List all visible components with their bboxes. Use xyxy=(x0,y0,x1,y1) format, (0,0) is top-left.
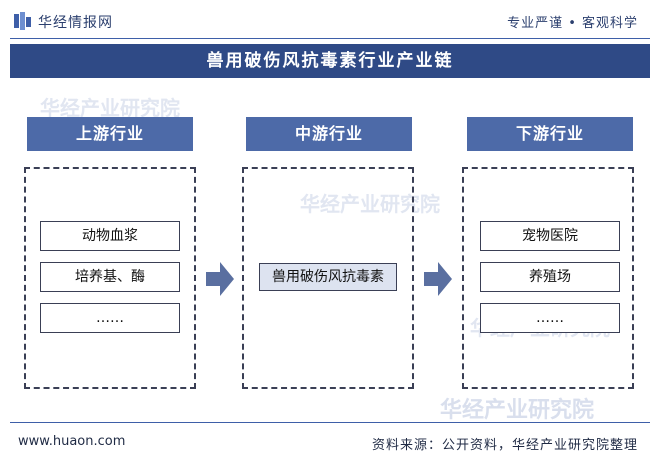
stage-upstream-box xyxy=(24,167,196,389)
stage-upstream-header: 上游行业 xyxy=(27,117,193,151)
footer-source: 资料来源：公开资料，华经产业研究院整理 xyxy=(371,438,638,453)
title-bar: 兽用破伤风抗毒素行业产业链 xyxy=(10,44,650,78)
downstream-item: 宠物医院 xyxy=(480,221,620,251)
watermark: 华经产业研究院 xyxy=(40,96,180,120)
stage-downstream-header: 下游行业 xyxy=(467,117,633,151)
upstream-item: 培养基、酶 xyxy=(40,262,180,292)
watermark: 华经产业研究院 xyxy=(300,192,440,216)
flow-arrow-icon xyxy=(424,262,452,296)
page-title: 兽用破伤风抗毒素行业产业链 xyxy=(206,51,454,71)
midstream-item: 兽用破伤风抗毒素 xyxy=(259,263,397,291)
footer-divider xyxy=(10,422,650,423)
watermark: 华经产业研究院 xyxy=(440,398,595,423)
header: 华经情报网 专业严谨 • 客观科学 xyxy=(0,0,660,42)
header-divider xyxy=(10,38,650,39)
downstream-item: …… xyxy=(480,303,620,333)
upstream-item: …… xyxy=(40,303,180,333)
upstream-item: 动物血浆 xyxy=(40,221,180,251)
slogan: 专业严谨 • 客观科学 xyxy=(507,16,638,31)
brand-name: 华经情报网 xyxy=(38,15,113,31)
stage-midstream-box xyxy=(242,167,414,389)
brand-logo-icon xyxy=(14,12,32,30)
flow-arrow-icon xyxy=(206,262,234,296)
stage-downstream-box xyxy=(462,167,634,389)
stage-midstream-header: 中游行业 xyxy=(246,117,412,151)
footer-website: www.huaon.com xyxy=(18,434,126,449)
downstream-item: 养殖场 xyxy=(480,262,620,292)
